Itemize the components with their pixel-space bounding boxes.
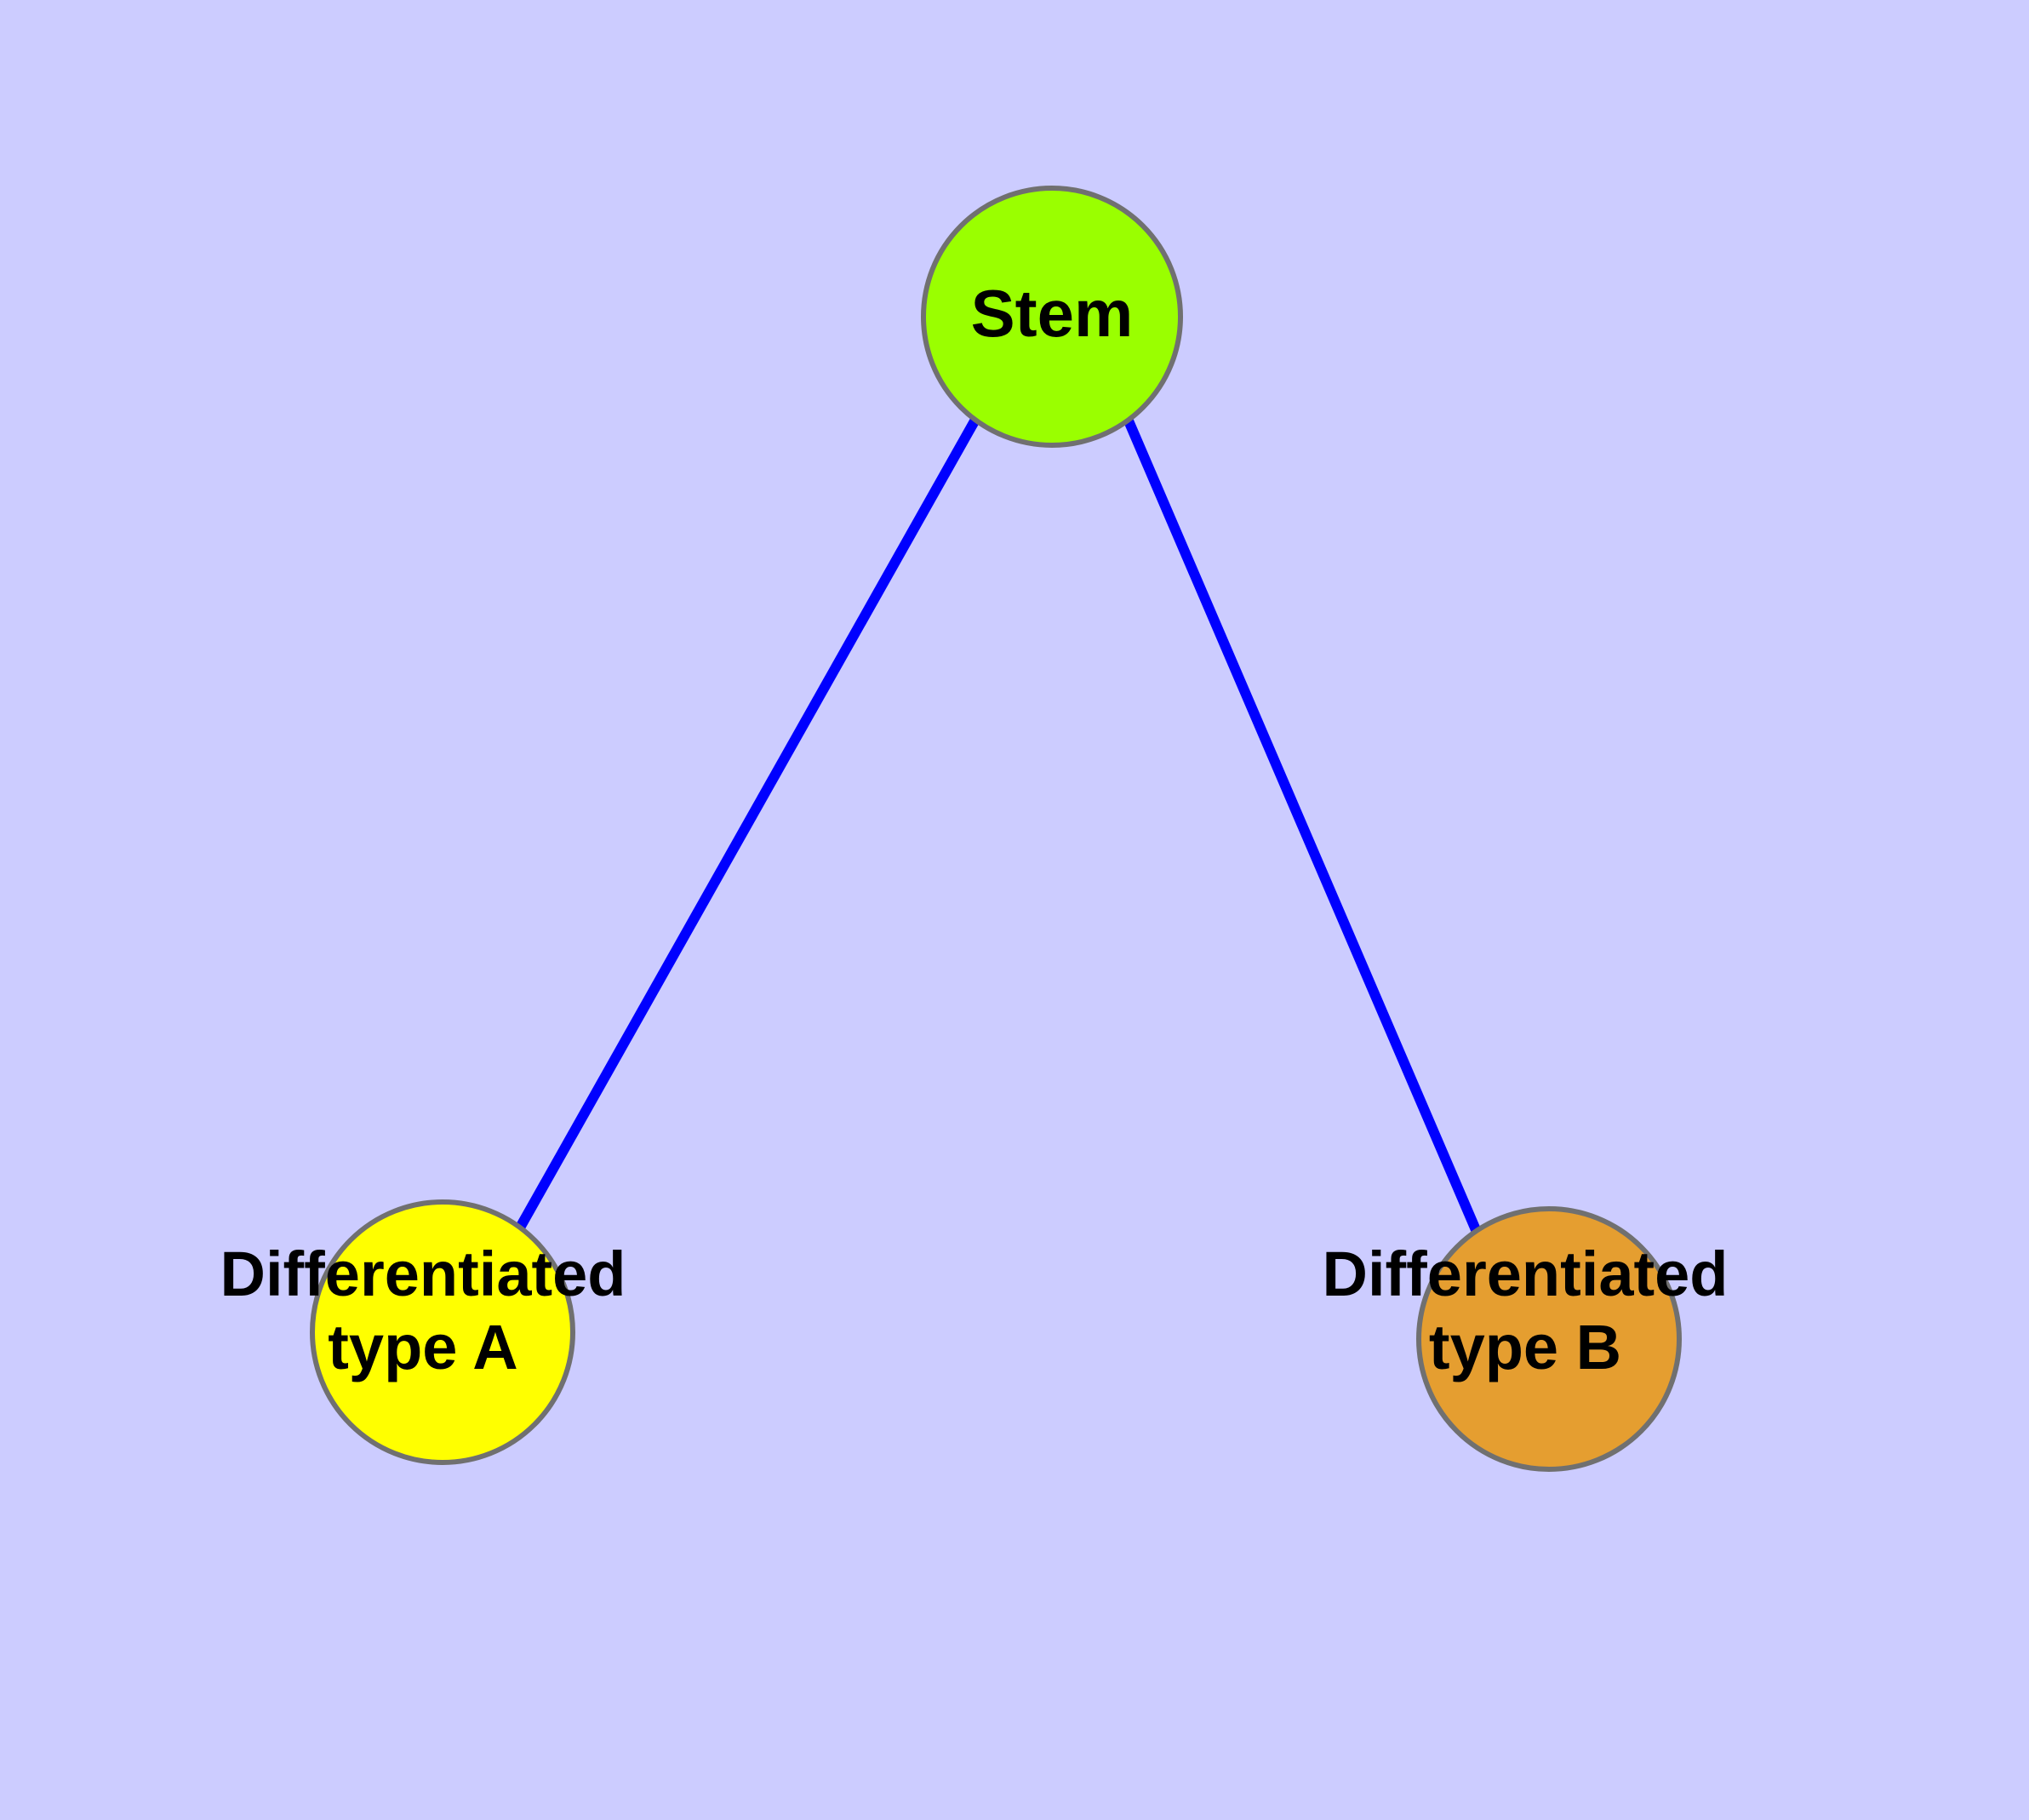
edge-stem-to-diff-b[interactable] — [1123, 416, 1482, 1234]
node-diff-a[interactable] — [310, 1199, 575, 1465]
node-label-line: type A — [328, 1311, 517, 1382]
node-label-stem: Stem — [971, 276, 1134, 351]
nodes-group — [310, 186, 1682, 1472]
node-label-line: Differentiated — [220, 1239, 626, 1309]
edge-stem-to-diff-a[interactable] — [515, 417, 980, 1230]
node-label-line: type B — [1429, 1311, 1621, 1382]
node-label-line: Stem — [971, 276, 1134, 351]
node-stem[interactable] — [921, 186, 1183, 448]
edges-group — [515, 416, 1482, 1234]
node-label-line: Differentiated — [1323, 1239, 1729, 1309]
node-diff-b[interactable] — [1416, 1206, 1682, 1472]
